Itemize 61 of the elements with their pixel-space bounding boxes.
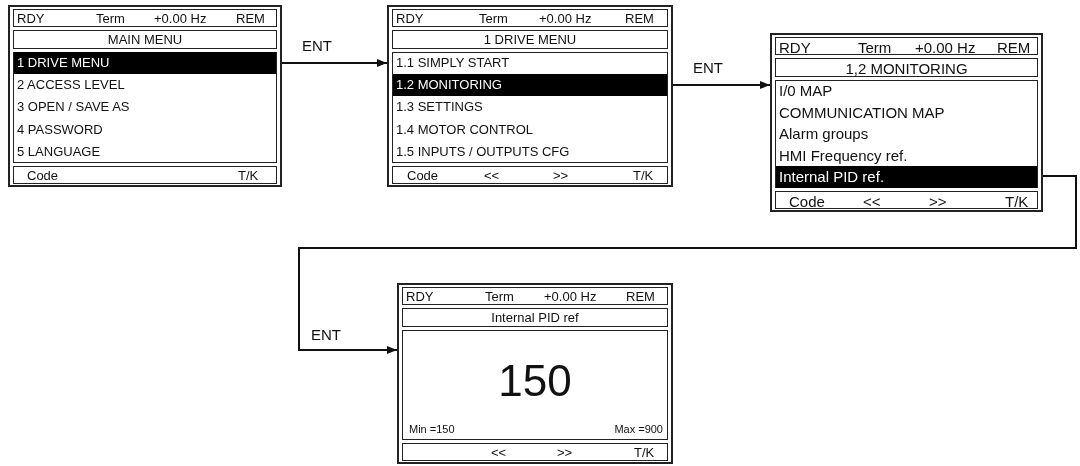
softkey-label: Code [407, 169, 439, 182]
menu-item: I/0 MAP [778, 81, 834, 101]
status-text: RDY [396, 12, 424, 25]
softkey-label: << [491, 446, 507, 459]
arrow [298, 175, 1077, 354]
status-text: REM [236, 12, 265, 25]
status-text: Term [479, 12, 508, 25]
screen-title: Internal PID ref [490, 311, 580, 324]
highlighted-menu-item: 1 DRIVE MENU [14, 52, 276, 75]
softkey-label: >> [929, 194, 947, 209]
menu-item: Alarm groups [778, 124, 870, 145]
arrow [281, 59, 388, 67]
max-value-text: Max =900 [614, 424, 663, 435]
menu-item: 4 PASSWORD [16, 120, 104, 139]
menu-item: 2 ACCESS LEVEL [16, 76, 126, 95]
softkey-label: T/K [633, 169, 654, 182]
status-text: REM [626, 290, 655, 303]
menu-item: 5 LANGUAGE [16, 142, 102, 161]
value-readout: 150 [497, 359, 573, 403]
screen-title: MAIN MENU [106, 33, 184, 46]
edge-label: ENT [300, 38, 334, 53]
softkey-label: Code [27, 169, 59, 182]
softkey-label: T/K [634, 446, 655, 459]
status-text: Term [485, 290, 514, 303]
menu-item: 1.4 MOTOR CONTROL [395, 120, 534, 139]
status-text: +0.00 Hz [915, 40, 976, 55]
softkey-label: << [484, 169, 500, 182]
status-text: Term [858, 40, 892, 55]
status-text: REM [625, 12, 654, 25]
arrow [672, 81, 771, 89]
softkey-label: T/K [238, 169, 259, 182]
screen-title: 1,2 MONITORING [844, 61, 969, 76]
highlighted-menu-item: 1.2 MONITORING [393, 74, 667, 97]
edge-label: ENT [691, 60, 725, 75]
status-text: +0.00 Hz [154, 12, 207, 25]
edge-label: ENT [309, 327, 343, 342]
highlighted-menu-item: Internal PID ref. [776, 166, 1037, 188]
status-text: RDY [17, 12, 45, 25]
menu-item: COMMUNICATION MAP [778, 102, 946, 123]
screen-title: 1 DRIVE MENU [482, 33, 578, 46]
softkey-label: << [863, 194, 881, 209]
softkey-label: >> [553, 169, 569, 182]
display-screen [387, 5, 673, 187]
display-screen [397, 283, 673, 464]
menu-item: 3 OPEN / SAVE AS [16, 98, 131, 117]
status-text: RDY [406, 290, 434, 303]
status-text: RDY [779, 40, 811, 55]
display-screen [770, 33, 1043, 212]
status-text: REM [997, 40, 1031, 55]
status-text: +0.00 Hz [544, 290, 597, 303]
softkey-label: >> [557, 446, 573, 459]
display-screen [8, 5, 282, 187]
menu-item: 1.3 SETTINGS [395, 98, 484, 117]
status-text: +0.00 Hz [539, 12, 592, 25]
status-text: Term [96, 12, 125, 25]
softkey-label: T/K [1005, 194, 1029, 209]
softkey-label: Code [789, 194, 825, 209]
menu-item: 1.5 INPUTS / OUTPUTS CFG [395, 142, 571, 161]
min-value-text: Min =150 [409, 424, 455, 435]
menu-item: 1.1 SIMPLY START [395, 54, 511, 72]
menu-item: HMI Frequency ref. [778, 145, 909, 166]
